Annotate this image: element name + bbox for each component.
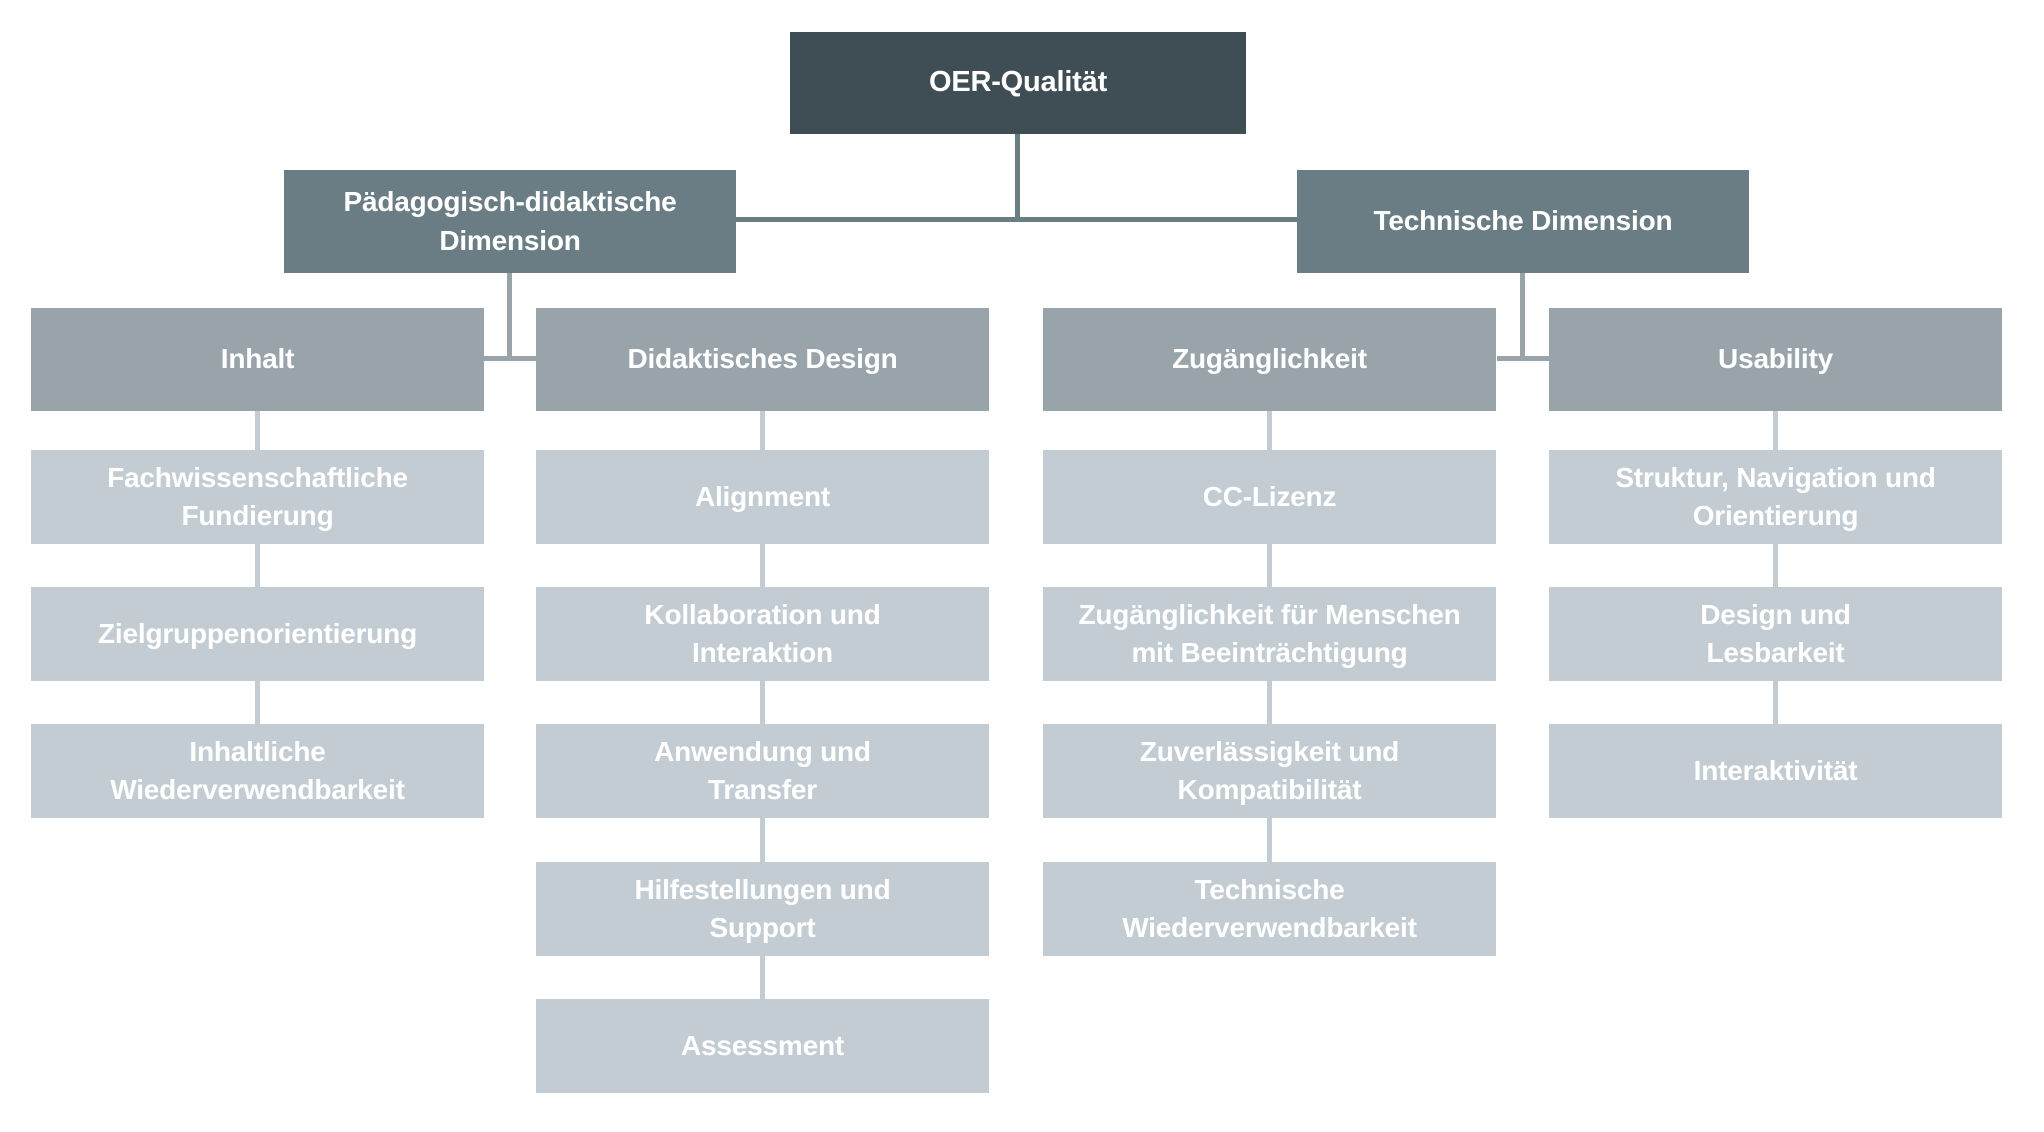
node-zuverlaessigkeit-und-kompatibilitaet: Zuverlässigkeit und Kompatibilität	[1043, 724, 1496, 818]
node-kollaboration-und-interaktion: Kollaboration und Interaktion	[536, 587, 989, 681]
node-zugaenglichkeit-fuer-menschen: Zugänglichkeit für Menschen mit Beeinträ…	[1043, 587, 1496, 681]
node-cc-lizenz: CC-Lizenz	[1043, 450, 1496, 544]
connector-col1-seg2	[255, 544, 260, 587]
node-fachwissenschaftliche-fundierung: Fachwissenschaftliche Fundierung	[31, 450, 484, 544]
node-technische-dimension: Technische Dimension	[1297, 170, 1749, 273]
connector-col1-seg3	[255, 681, 260, 724]
connector-col2-seg4	[760, 818, 765, 862]
connector-dim2-stub	[1520, 272, 1525, 360]
node-inhaltliche-wiederverwendbarkeit: Inhaltliche Wiederverwendbarkeit	[31, 724, 484, 818]
connector-dim1-gap	[484, 356, 536, 361]
node-inhalt: Inhalt	[31, 308, 484, 411]
node-anwendung-und-transfer: Anwendung und Transfer	[536, 724, 989, 818]
connector-col2-seg3	[760, 681, 765, 724]
connector-col3-seg3	[1267, 681, 1272, 724]
connector-col2-seg5	[760, 956, 765, 999]
node-hilfestellungen-und-support: Hilfestellungen und Support	[536, 862, 989, 956]
connector-col4-seg1	[1773, 411, 1778, 450]
connector-col1-seg1	[255, 411, 260, 450]
node-didaktisches-design: Didaktisches Design	[536, 308, 989, 411]
node-alignment: Alignment	[536, 450, 989, 544]
connector-col3-seg2	[1267, 544, 1272, 587]
connector-dimensions-hline	[736, 217, 1297, 222]
connector-col4-seg2	[1773, 544, 1778, 587]
node-zielgruppenorientierung: Zielgruppenorientierung	[31, 587, 484, 681]
node-design-und-lesbarkeit: Design und Lesbarkeit	[1549, 587, 2002, 681]
connector-col2-seg1	[760, 411, 765, 450]
connector-dim2-gap	[1497, 356, 1549, 361]
connector-col3-seg4	[1267, 818, 1272, 862]
node-paedagogisch-didaktische-dimension: Pädagogisch-didaktische Dimension	[284, 170, 736, 273]
node-interaktivitaet: Interaktivität	[1549, 724, 2002, 818]
node-struktur-navigation-orientierung: Struktur, Navigation und Orientierung	[1549, 450, 2002, 544]
connector-col2-seg2	[760, 544, 765, 587]
connector-col3-seg1	[1267, 411, 1272, 450]
node-technische-wiederverwendbarkeit: Technische Wiederverwendbarkeit	[1043, 862, 1496, 956]
node-oer-qualitaet: OER-Qualität	[790, 32, 1246, 134]
connector-root-stub	[1015, 133, 1020, 222]
connector-col4-seg3	[1773, 681, 1778, 724]
connector-dim1-stub	[507, 272, 512, 360]
node-assessment: Assessment	[536, 999, 989, 1093]
node-usability: Usability	[1549, 308, 2002, 411]
node-zugaenglichkeit: Zugänglichkeit	[1043, 308, 1496, 411]
